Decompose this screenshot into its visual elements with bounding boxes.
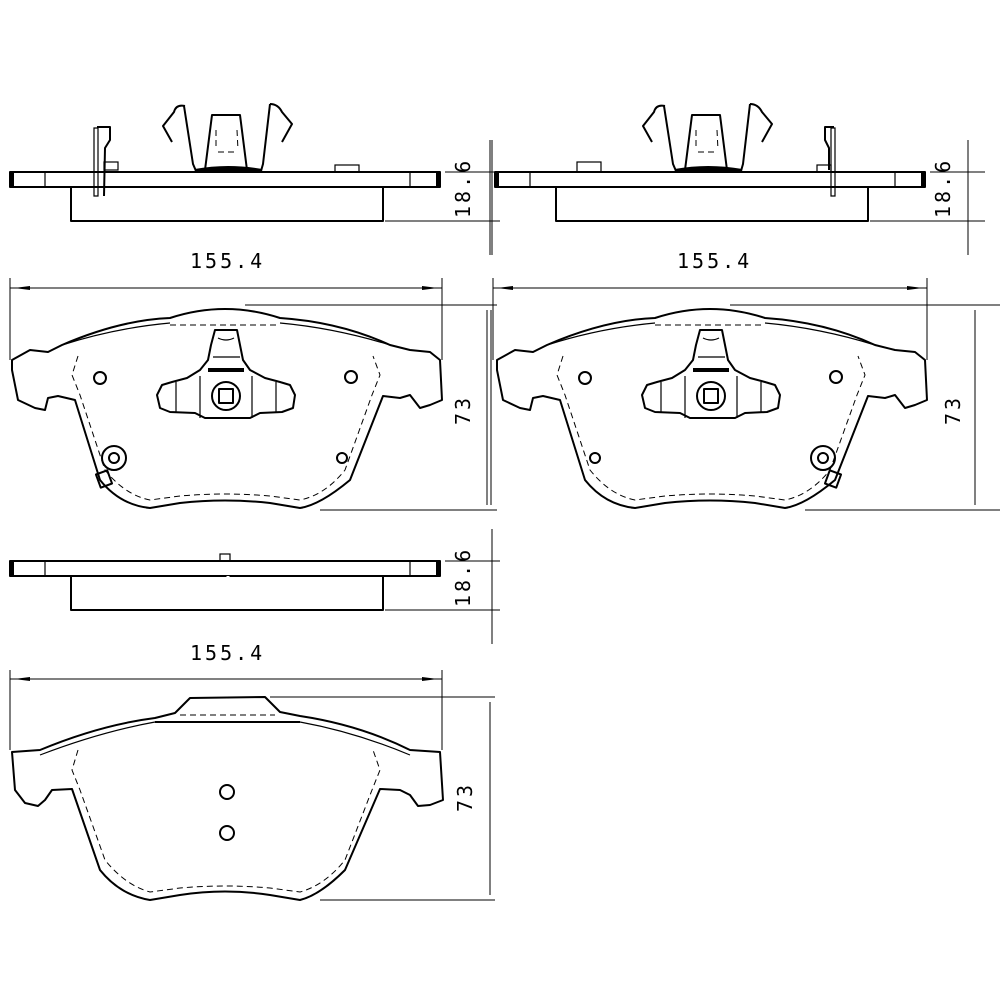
width-label-3: 155.4 xyxy=(190,641,265,665)
height-label-3: 73 xyxy=(453,782,477,812)
height-label-1: 73 xyxy=(451,395,475,425)
front-view-1: 73 xyxy=(9,278,495,511)
side-view-1: 18.6 155.4 xyxy=(9,102,500,273)
thickness-label-1: 18.6 xyxy=(451,158,475,218)
front-view-3: 73 xyxy=(9,670,495,901)
width-label-2: 155.4 xyxy=(677,249,752,273)
thickness-label-3: 18.6 xyxy=(451,547,475,607)
thickness-label-2: 18.6 xyxy=(931,158,955,218)
width-label-1: 155.4 xyxy=(190,249,265,273)
front-view-2: 73 xyxy=(485,278,1000,511)
height-label-2: 73 xyxy=(941,395,965,425)
side-view-2: 18.6 155.4 xyxy=(475,102,985,273)
side-view-3: 18.6 xyxy=(9,529,500,644)
